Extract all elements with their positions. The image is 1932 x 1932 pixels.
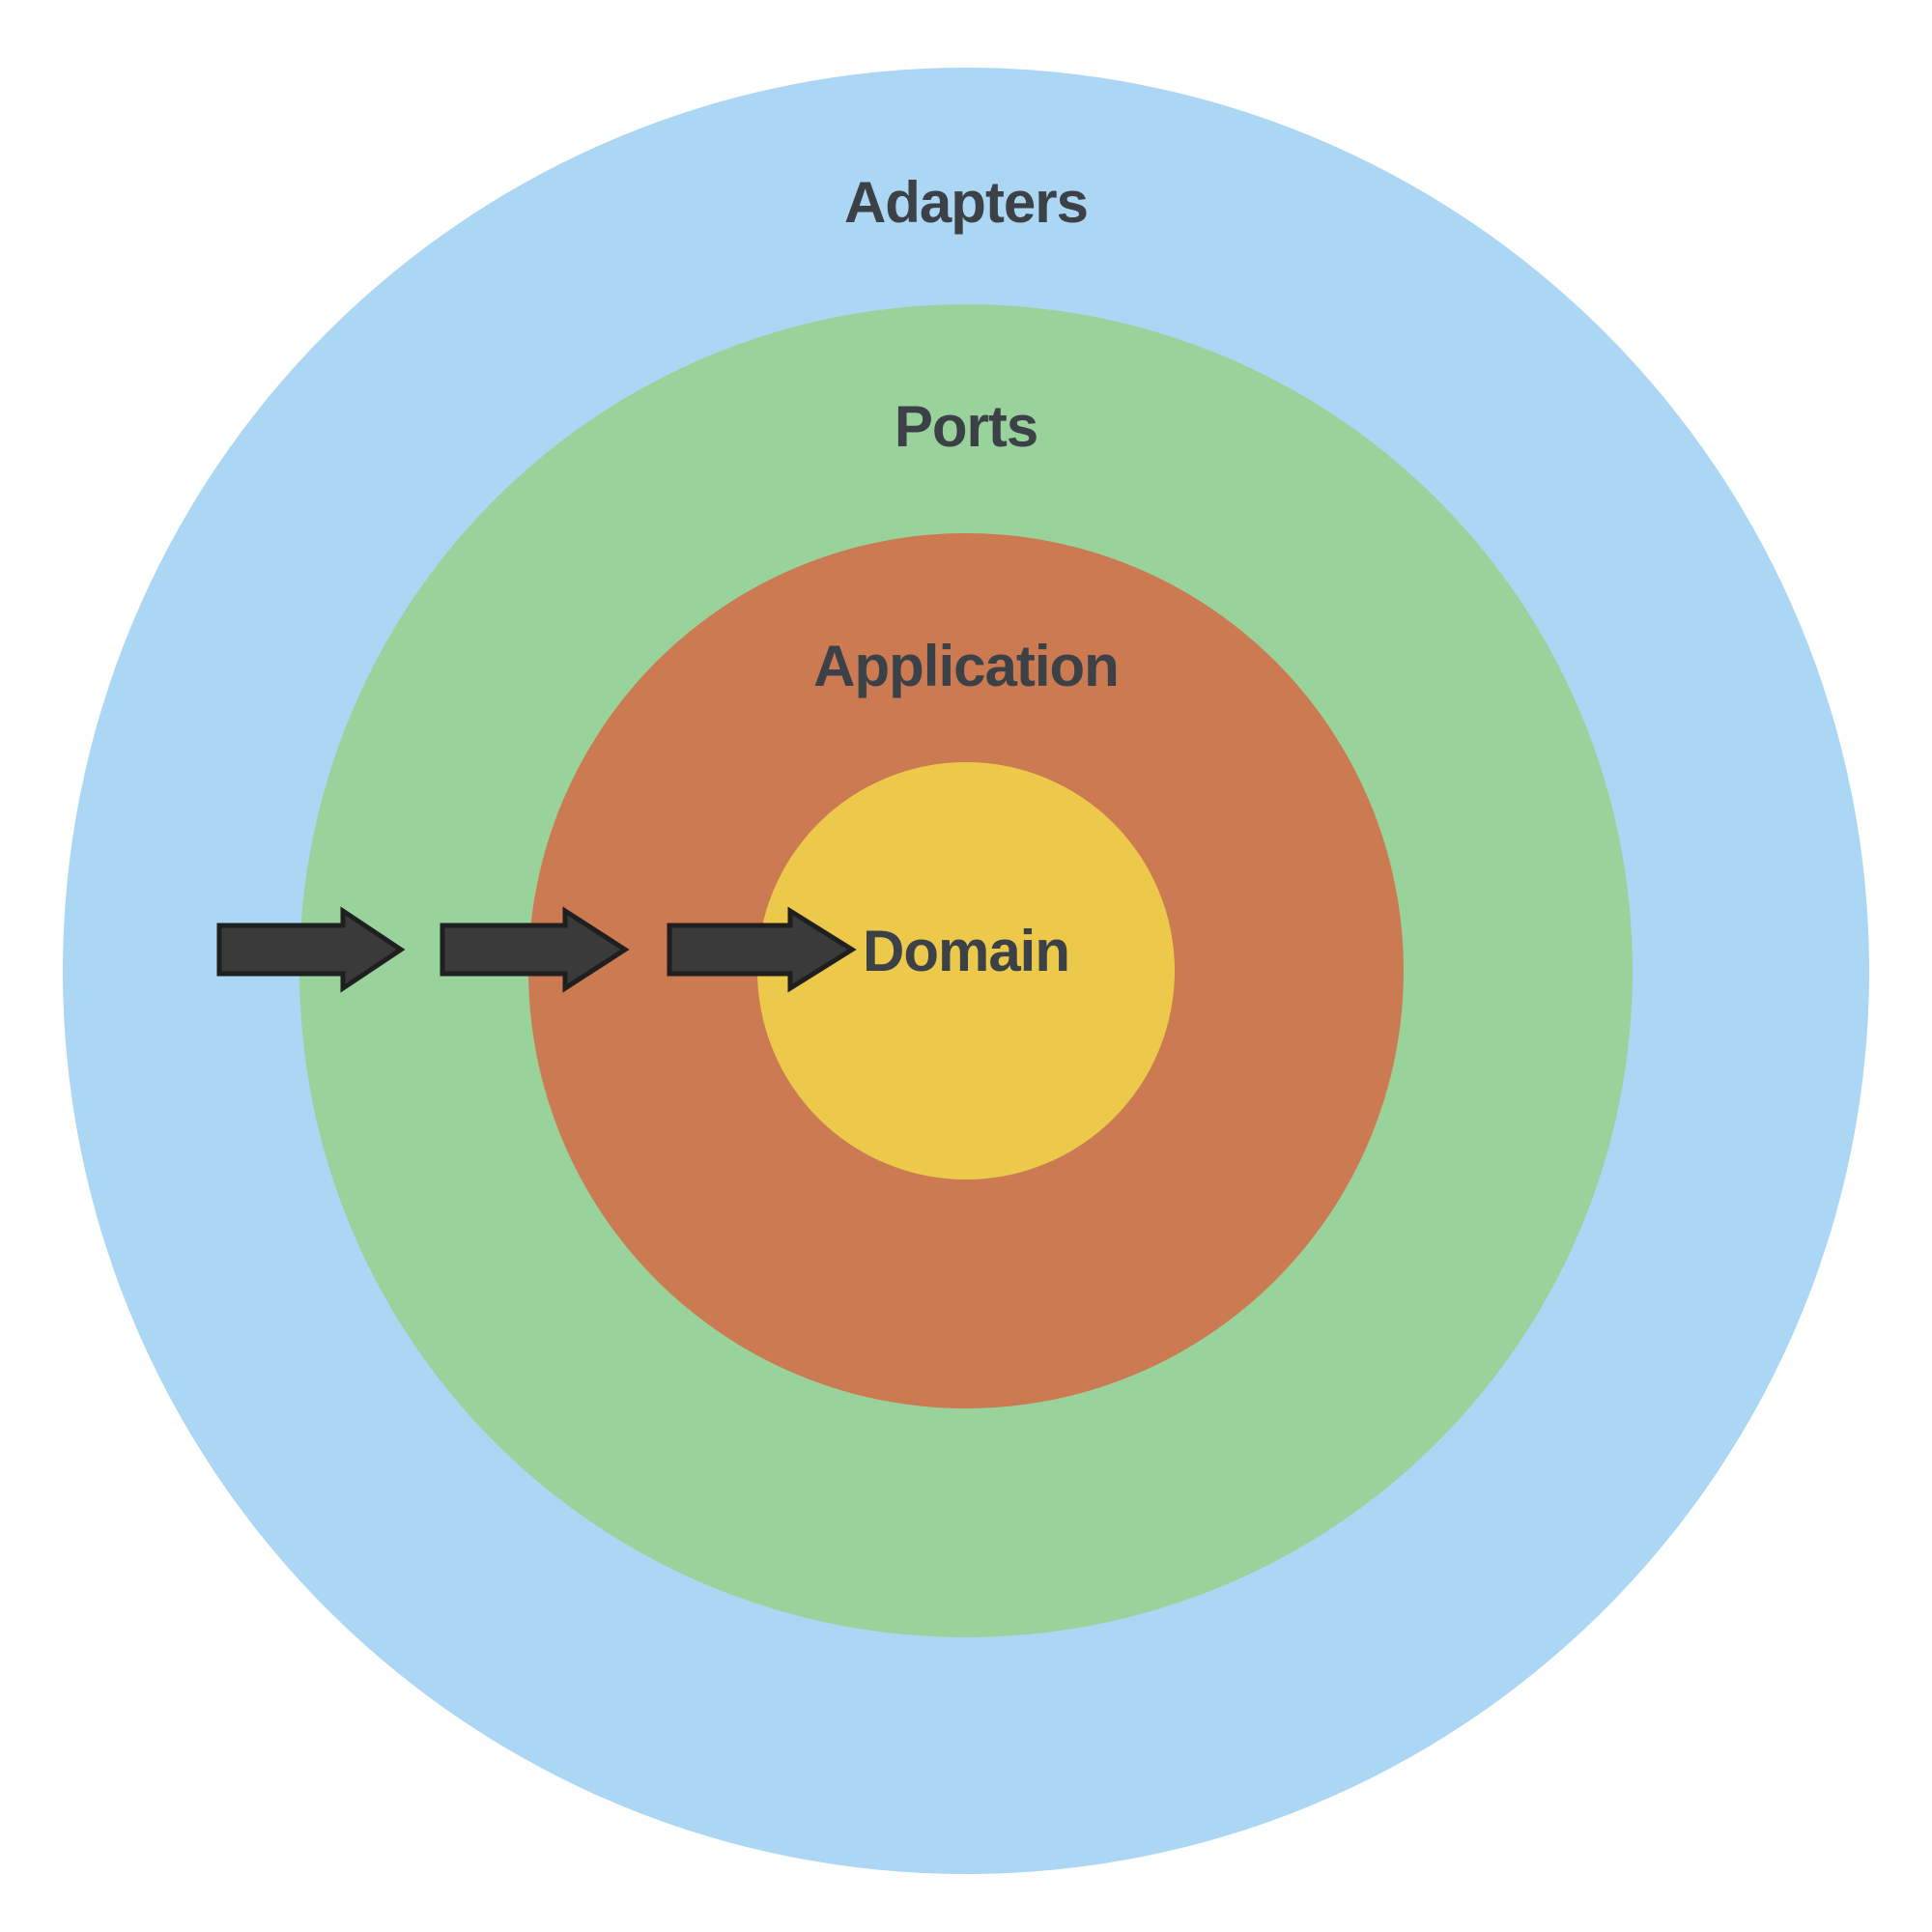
ring-domain [757,762,1175,1179]
ring-label-application: Application [813,634,1119,698]
right-arrow-inner [667,906,857,993]
right-arrow-outer [216,906,406,993]
right-arrow-middle [440,906,630,993]
ring-label-domain: Domain [863,919,1069,983]
ring-label-adapters: Adapters [844,170,1088,235]
ring-label-ports: Ports [895,394,1037,459]
